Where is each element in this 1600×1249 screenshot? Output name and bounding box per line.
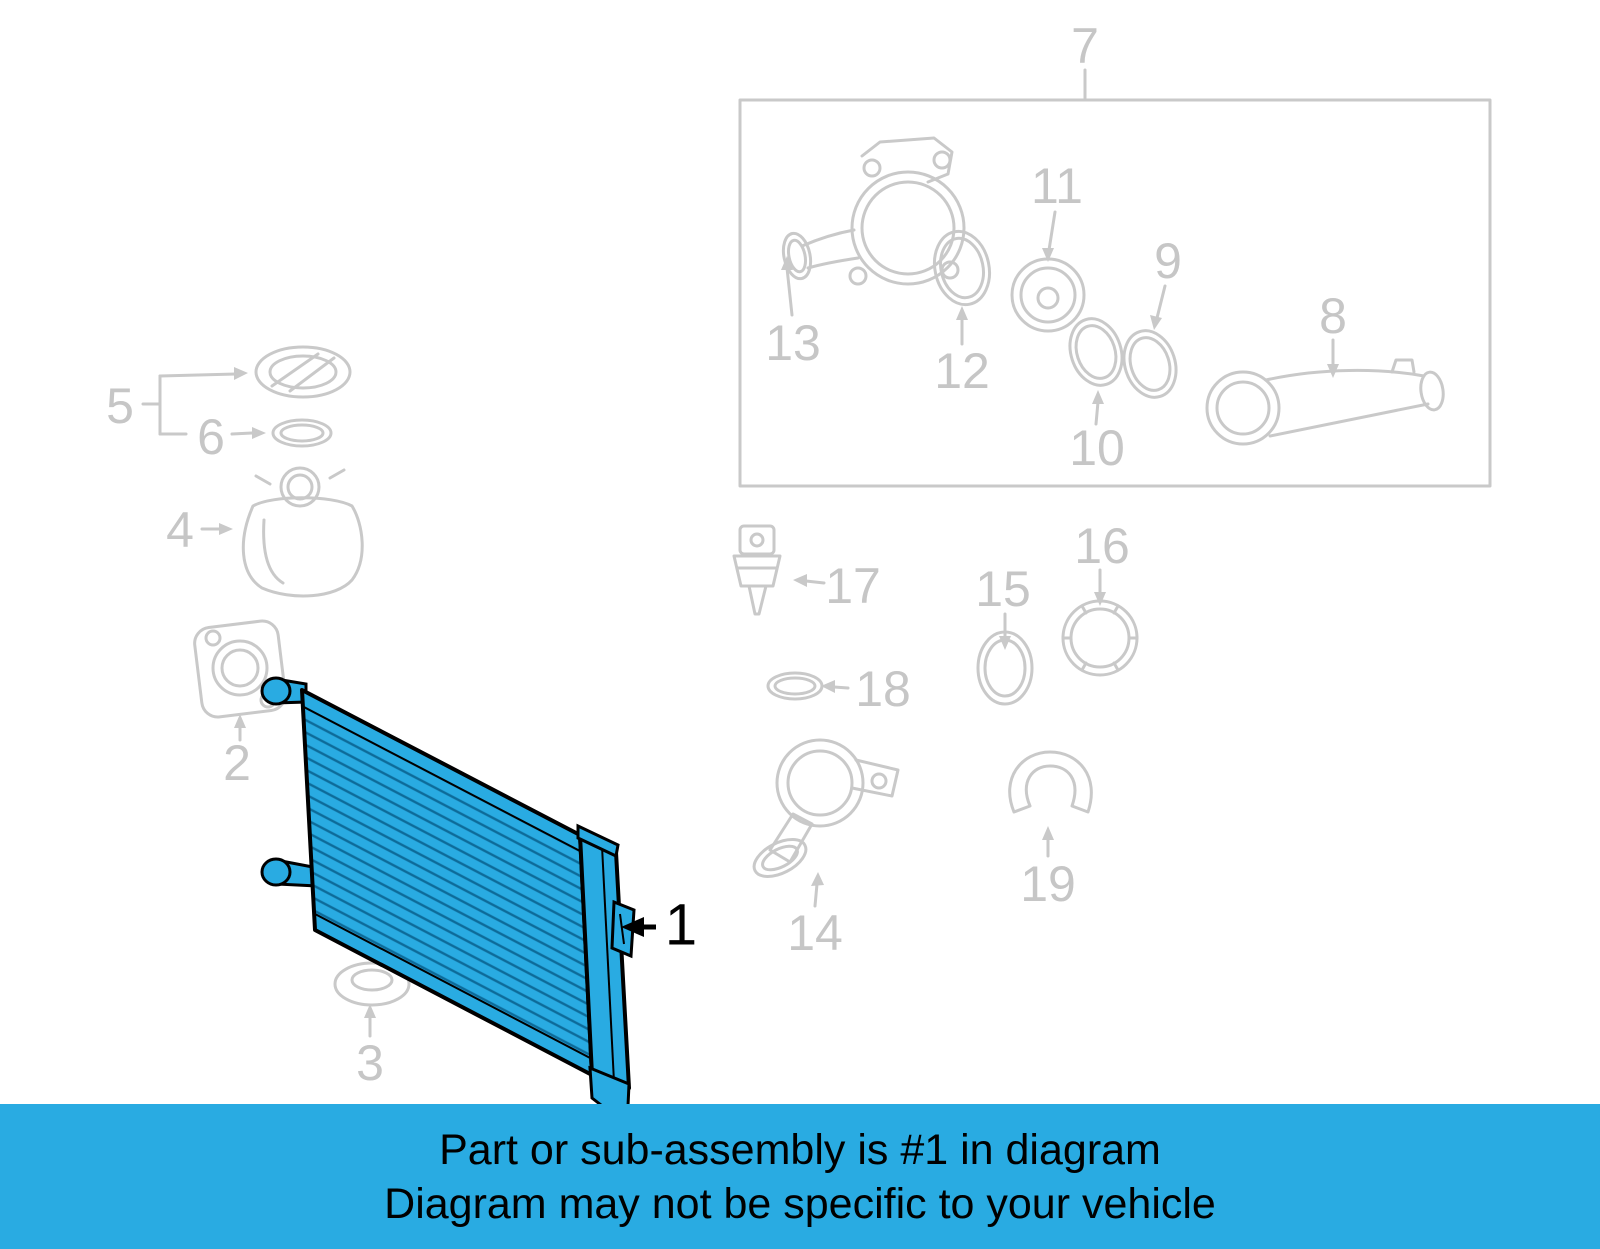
part-1-radiator bbox=[260, 676, 636, 1114]
radiator-core bbox=[302, 690, 592, 1075]
part-7-group-box bbox=[738, 68, 1492, 488]
part-11-thermostat bbox=[1010, 257, 1086, 333]
part-3-grommet bbox=[333, 961, 411, 1007]
part-4-expansion-tank bbox=[241, 466, 364, 598]
part-8-pipe bbox=[1205, 358, 1445, 446]
part-9-oring bbox=[1122, 329, 1178, 399]
arrow-17 bbox=[793, 574, 826, 587]
part-label-12: 12 bbox=[934, 343, 990, 399]
part-label-17: 17 bbox=[825, 558, 881, 614]
part-label-15: 15 bbox=[975, 561, 1031, 617]
part-14-outlet-housing bbox=[752, 738, 900, 878]
arrow-11 bbox=[1042, 210, 1057, 262]
arrow-16 bbox=[1094, 568, 1106, 606]
part-label-18: 18 bbox=[855, 661, 911, 717]
part-label-7: 7 bbox=[1071, 18, 1099, 74]
part-19-retainer-clip bbox=[1008, 750, 1093, 814]
part-label-9: 9 bbox=[1154, 233, 1182, 289]
part-label-13: 13 bbox=[765, 315, 821, 371]
radiator-pipes bbox=[260, 676, 320, 888]
arrow-13 bbox=[781, 256, 794, 317]
part-16-cover bbox=[1061, 599, 1139, 677]
banner-line-2: Diagram may not be specific to your vehi… bbox=[384, 1179, 1216, 1228]
part-label-6: 6 bbox=[197, 409, 225, 465]
info-banner: Part or sub-assembly is #1 in diagram Di… bbox=[0, 1104, 1600, 1249]
part-18-oring bbox=[766, 671, 824, 701]
arrow-14 bbox=[811, 872, 824, 908]
part-label-16: 16 bbox=[1074, 518, 1130, 574]
arrow-9 bbox=[1150, 284, 1167, 330]
arrow-19 bbox=[1042, 826, 1054, 858]
part-label-5: 5 bbox=[106, 378, 134, 434]
arrow-8 bbox=[1327, 338, 1339, 378]
part-label-19: 19 bbox=[1020, 856, 1076, 912]
part-5-cap bbox=[254, 345, 352, 399]
part-2-flange bbox=[193, 619, 287, 719]
part-13-thermostat-housing bbox=[781, 136, 966, 286]
arrow-2 bbox=[234, 714, 246, 742]
arrow-6 bbox=[230, 427, 266, 439]
arrow-10 bbox=[1092, 390, 1104, 426]
arrow-3 bbox=[364, 1004, 376, 1038]
banner-line-1: Part or sub-assembly is #1 in diagram bbox=[439, 1125, 1161, 1174]
part-label-4: 4 bbox=[166, 502, 194, 558]
part-label-14: 14 bbox=[787, 905, 843, 961]
part-10-oring bbox=[1068, 317, 1124, 387]
arrow-15 bbox=[999, 612, 1011, 650]
part-17-sensor bbox=[732, 524, 782, 616]
part-label-3: 3 bbox=[356, 1035, 384, 1091]
part-6-seal bbox=[271, 418, 333, 448]
arrow-12 bbox=[956, 306, 968, 346]
part-label-1: 1 bbox=[664, 892, 698, 958]
part-12-seal bbox=[932, 229, 992, 307]
bracket-5 bbox=[141, 367, 248, 436]
arrow-4 bbox=[200, 523, 233, 535]
arrow-18 bbox=[821, 680, 850, 693]
part-label-8: 8 bbox=[1319, 288, 1347, 344]
pointer-1 bbox=[621, 917, 656, 937]
part-label-11: 11 bbox=[1031, 158, 1083, 214]
part-label-10: 10 bbox=[1069, 420, 1125, 476]
part-label-2: 2 bbox=[223, 735, 251, 791]
